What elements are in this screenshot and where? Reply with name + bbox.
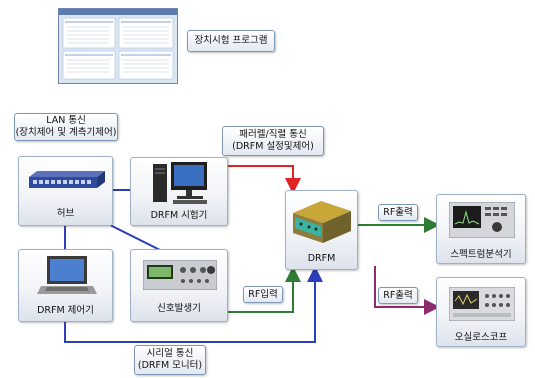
drfm-controller-node: DRFM 제어기 xyxy=(18,249,113,322)
hub-label: 허브 xyxy=(56,208,75,219)
signal-generator-node: 신호발생기 xyxy=(130,249,228,322)
serial-label-subtitle: (DRFM 모니터) xyxy=(137,360,203,371)
drfm-node: DRFM xyxy=(285,190,358,270)
drfm-unit-icon xyxy=(293,201,351,243)
hub-node: 허브 xyxy=(18,156,113,226)
parallel-label-title: 패러렐/직렬 통신 xyxy=(239,129,307,140)
desktop-pc-icon xyxy=(153,162,207,204)
network-switch-icon xyxy=(29,171,105,188)
rf-out-label-bottom: RF출력 xyxy=(378,287,418,304)
rf-out-link-bottom xyxy=(374,266,440,315)
lan-label: LAN 통신 (장치제어 및 계측기제어) xyxy=(14,113,118,141)
spectrum-analyzer-icon xyxy=(449,202,515,238)
serial-link xyxy=(64,266,323,343)
drfm-controller-label: DRFM 제어기 xyxy=(37,305,94,316)
drfm-label: DRFM xyxy=(307,253,336,264)
signal-generator-icon xyxy=(143,260,217,290)
drfm-tester-label: DRFM 시험기 xyxy=(150,210,208,221)
lan-label-subtitle: (장치제어 및 계측기제어) xyxy=(15,127,117,138)
oscilloscope-icon xyxy=(449,287,515,321)
program-window-icon xyxy=(59,9,177,80)
spectrum-analyzer-node: 스펙트럼분석기 xyxy=(436,194,526,264)
parallel-label-subtitle: (DRFM 설정및제어) xyxy=(232,141,314,152)
serial-label: 시리얼 통신 (DRFM 모니터) xyxy=(134,345,206,375)
parallel-link xyxy=(228,165,301,194)
signal-generator-label: 신호발생기 xyxy=(157,303,201,314)
test-program-screenshot xyxy=(58,8,178,84)
rf-out-label-top: RF출력 xyxy=(378,204,418,221)
rf-in-link xyxy=(228,266,301,313)
drfm-tester-node: DRFM 시험기 xyxy=(130,157,228,226)
oscilloscope-node: 오실로스코프 xyxy=(436,277,526,347)
program-label: 장치시험 프로그램 xyxy=(187,30,275,52)
serial-label-title: 시리얼 통신 xyxy=(146,348,194,359)
laptop-icon xyxy=(37,256,97,294)
lan-label-title: LAN 통신 xyxy=(46,115,86,126)
rf-in-label: RF입력 xyxy=(243,286,283,303)
spectrum-analyzer-label: 스펙트럼분석기 xyxy=(450,249,512,260)
parallel-label: 패러렐/직렬 통신 (DRFM 설정및제어) xyxy=(222,126,324,156)
oscilloscope-label: 오실로스코프 xyxy=(454,332,508,343)
